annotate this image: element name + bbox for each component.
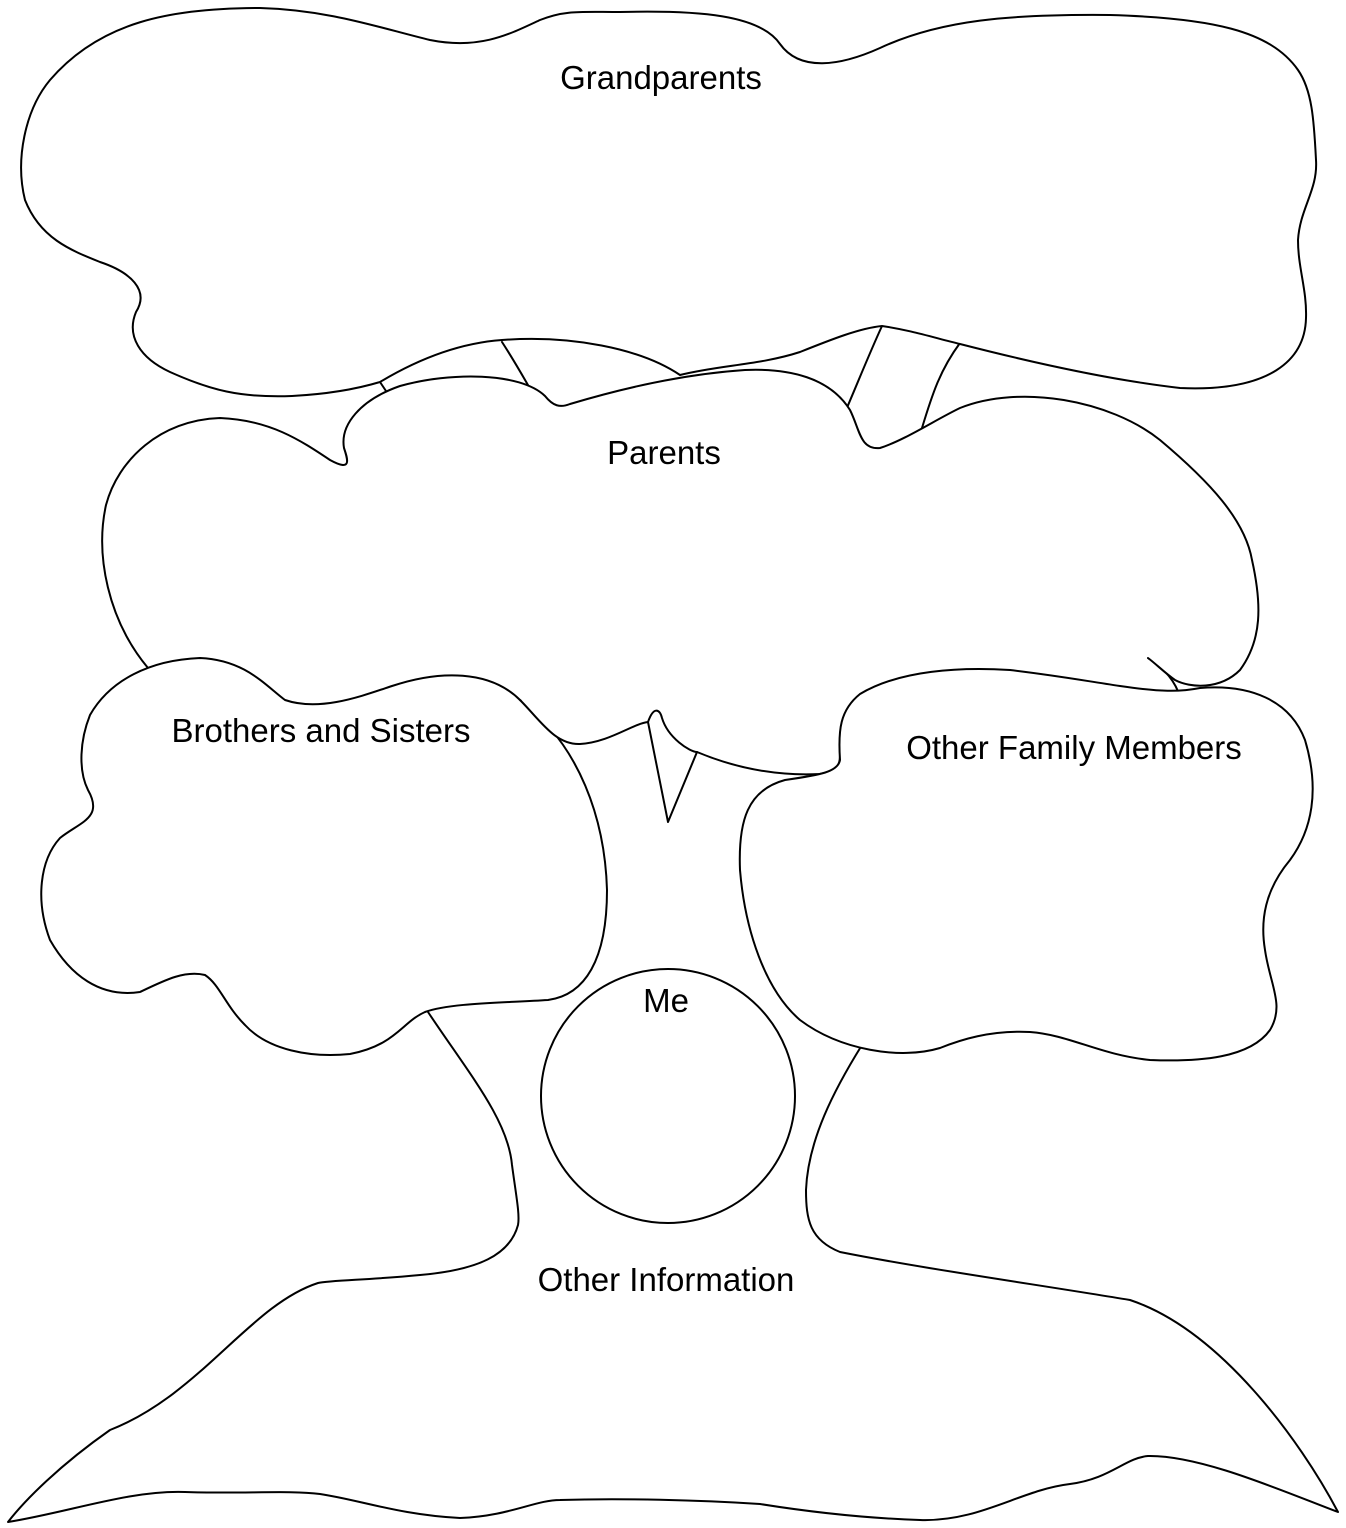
trunk-other-information-shape [7, 1011, 1339, 1523]
brothers-and-sisters-label: Brothers and Sisters [172, 712, 471, 749]
branch-right-outer [921, 342, 961, 429]
other-family-members-cloud [738, 668, 1314, 1062]
grandparents-cloud [20, 7, 1318, 398]
me-circle [540, 968, 796, 1224]
parents-bottom-curve [647, 709, 698, 753]
grandparents-label: Grandparents [560, 59, 762, 96]
parents-cloud [101, 368, 1260, 687]
me-label: Me [643, 982, 689, 1019]
parents-label: Parents [607, 434, 721, 471]
brothers-and-sisters-cloud [40, 657, 608, 1056]
other-family-members-label: Other Family Members [906, 729, 1242, 766]
other-information-label: Other Information [538, 1261, 795, 1298]
branch-right-inner [845, 325, 883, 411]
